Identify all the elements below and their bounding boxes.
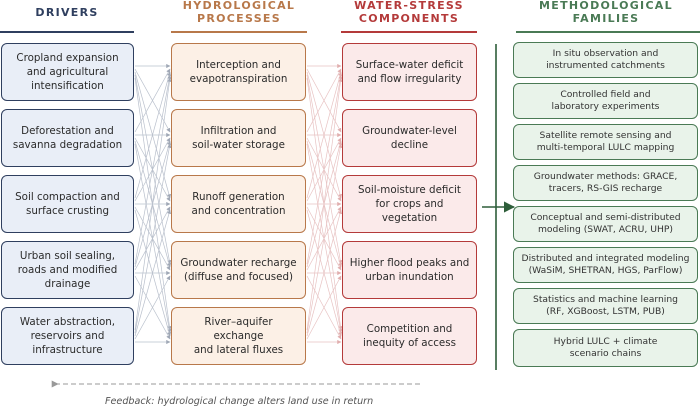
method-box-hybrid-scenarios: Hybrid LULC + climate scenario chains <box>513 329 698 367</box>
header-hydrological-processes: HYDROLOGICAL PROCESSES <box>182 0 296 25</box>
process-stress-link-4-2 <box>306 209 343 337</box>
driver-process-link-4-2 <box>134 209 172 337</box>
driver-box-soil-compaction: Soil compaction and surface crusting <box>1 175 134 233</box>
method-box-in-situ: In situ observation and instrumented cat… <box>513 42 698 78</box>
process-stress-link-3-0 <box>306 74 343 265</box>
header-water-stress-rule <box>341 31 477 33</box>
header-hydrological-rule <box>171 31 307 33</box>
process-box-interception: Interception and evapotranspiration <box>171 43 306 101</box>
stress-box-surface-water: Surface-water deficit and flow irregular… <box>342 43 477 101</box>
stress-box-groundwater-decline: Groundwater-level decline <box>342 109 477 167</box>
process-stress-link-4-0 <box>306 77 343 331</box>
driver-process-link-3-0 <box>134 74 172 265</box>
driver-process-link-4-3 <box>134 275 171 340</box>
method-box-groundwater-methods: Groundwater methods: GRACE, tracers, RS-… <box>513 165 698 201</box>
stress-box-soil-moisture: Soil-moisture deficit for crops and vege… <box>342 175 477 233</box>
header-drivers-rule <box>0 31 134 33</box>
process-stress-link-1-0 <box>306 68 342 133</box>
method-box-satellite: Satellite remote sensing and multi-tempo… <box>513 124 698 160</box>
method-box-conceptual-modeling: Conceptual and semi-distributed modeling… <box>513 206 698 242</box>
process-box-river-aquifer: River–aquifer exchange and lateral fluxe… <box>171 307 306 365</box>
driver-process-link-1-0 <box>134 68 171 133</box>
process-box-infiltration: Infiltration and soil-water storage <box>171 109 306 167</box>
header-methodological-families: METHODOLOGICAL FAMILIES <box>539 0 673 25</box>
method-box-statistics-ml: Statistics and machine learning (RF, XGB… <box>513 288 698 324</box>
driver-process-link-2-0 <box>134 71 172 199</box>
stress-box-flood-peaks: Higher flood peaks and urban inundation <box>342 241 477 299</box>
driver-box-water-abstraction: Water abstraction, reservoirs and infras… <box>1 307 134 365</box>
method-box-distributed-modeling: Distributed and integrated modeling (WaS… <box>513 247 698 283</box>
process-box-groundwater-recharge: Groundwater recharge (diffuse and focuse… <box>171 241 306 299</box>
driver-process-link-4-1 <box>134 143 172 334</box>
process-box-runoff: Runoff generation and concentration <box>171 175 306 233</box>
header-methodological-rule <box>516 31 700 33</box>
driver-box-deforestation: Deforestation and savanna degradation <box>1 109 134 167</box>
process-stress-link-2-0 <box>306 71 343 199</box>
stress-box-competition: Competition and inequity of access <box>342 307 477 365</box>
method-box-controlled-experiments: Controlled field and laboratory experime… <box>513 83 698 119</box>
header-drivers: DRIVERS <box>35 6 99 19</box>
driver-box-cropland: Cropland expansion and agricultural inte… <box>1 43 134 101</box>
header-water-stress-components: WATER-STRESS COMPONENTS <box>354 0 464 25</box>
driver-box-urban-sealing: Urban soil sealing, roads and modified d… <box>1 241 134 299</box>
driver-process-link-4-0 <box>134 77 172 331</box>
process-stress-link-4-3 <box>306 275 342 340</box>
process-stress-link-4-1 <box>306 143 343 334</box>
feedback-caption: Feedback: hydrological change alters lan… <box>105 396 374 407</box>
